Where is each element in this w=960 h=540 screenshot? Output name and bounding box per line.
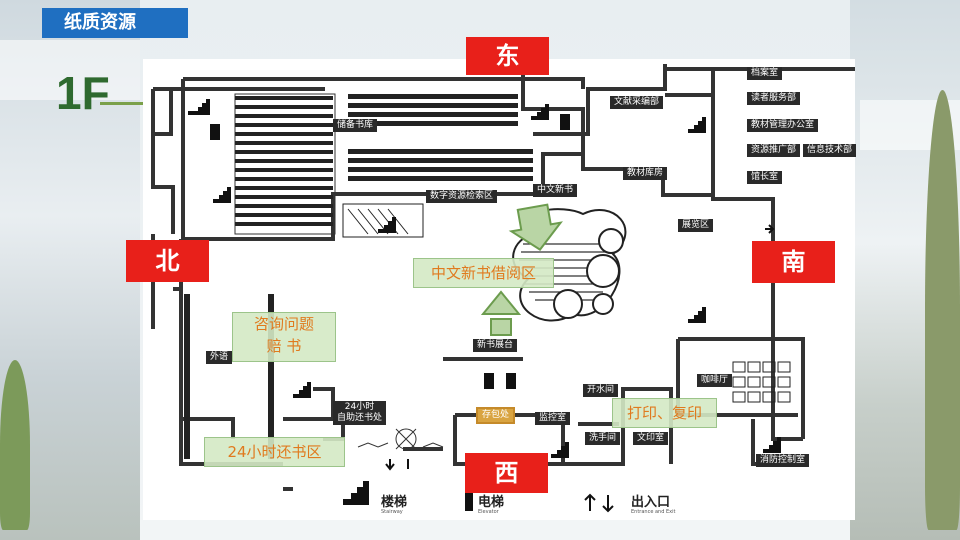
floor-label: 1F bbox=[56, 67, 110, 119]
label-text: 档案室 bbox=[751, 68, 779, 78]
label-new-cn: 中文新书 bbox=[533, 184, 578, 197]
background-plant bbox=[0, 360, 30, 530]
floor-plan-walls bbox=[143, 59, 855, 513]
zone-consult-line1: 咨询问题 bbox=[253, 315, 314, 333]
label-digital: 数字资源检索区 bbox=[426, 190, 498, 203]
label-text: 新书展台 bbox=[477, 340, 514, 350]
background-plant bbox=[925, 90, 960, 530]
label-cafe: 咖啡厅 bbox=[697, 374, 733, 387]
legend-stairs-en: Stairway bbox=[381, 509, 403, 515]
label-text: 教材库房 bbox=[627, 168, 664, 178]
page-title: 纸质资源 bbox=[42, 8, 188, 38]
label-text: 存包处 bbox=[482, 410, 510, 420]
label-text: 教材管理办公室 bbox=[751, 120, 815, 130]
legend-entrance: 出入口 bbox=[631, 495, 671, 510]
label-water: 开水间 bbox=[583, 384, 619, 397]
zone-24h-return: 24小时还书区 bbox=[204, 437, 345, 467]
label-storage: 储备书库 bbox=[333, 119, 378, 132]
floor-underline bbox=[100, 102, 155, 105]
label-text: 信息技术部 bbox=[807, 145, 853, 155]
label-monitor: 监控室 bbox=[535, 412, 571, 425]
label-text: 文印室 bbox=[637, 433, 665, 443]
label-foreign: 外语 bbox=[206, 351, 233, 364]
label-it: 信息技术部 bbox=[803, 144, 857, 157]
label-text: 监控室 bbox=[539, 413, 567, 423]
zone-consult-line2: 赔 书 bbox=[266, 337, 302, 355]
label-text: 咖啡厅 bbox=[701, 375, 729, 385]
label-textbook: 教材库房 bbox=[623, 167, 668, 180]
label-textbook-office: 教材管理办公室 bbox=[747, 119, 819, 132]
legend-elevator: 电梯 bbox=[478, 495, 505, 510]
label-text: 储备书库 bbox=[337, 120, 374, 130]
label-bag-storage: 存包处 bbox=[476, 407, 516, 424]
direction-north: 北 bbox=[126, 240, 209, 282]
label-reader: 读者服务部 bbox=[747, 92, 801, 105]
label-washroom: 洗手间 bbox=[585, 432, 621, 445]
zone-print: 打印、复印 bbox=[612, 398, 717, 428]
legend-stairs: 楼梯 bbox=[381, 495, 408, 510]
label-new-display: 新书展台 bbox=[473, 339, 518, 352]
label-text: 资源推广部 bbox=[751, 145, 797, 155]
label-text: 自助还书处 bbox=[337, 413, 383, 423]
label-fire-control: 消防控制室 bbox=[756, 454, 810, 467]
label-exhibit: 展览区 bbox=[678, 219, 714, 232]
label-text: 中文新书 bbox=[537, 185, 574, 195]
label-text: 文献采编部 bbox=[614, 97, 660, 107]
direction-south: 南 bbox=[752, 241, 835, 283]
label-text: 外语 bbox=[210, 352, 229, 362]
direction-west: 西 bbox=[465, 453, 548, 493]
label-text: 开水间 bbox=[587, 385, 615, 395]
label-text: 展览区 bbox=[682, 220, 710, 230]
label-text: 24小时 bbox=[344, 402, 375, 412]
label-24h-return: 24小时自助还书处 bbox=[333, 401, 387, 425]
direction-east: 东 bbox=[466, 37, 549, 75]
label-acquisition: 文献采编部 bbox=[610, 96, 664, 109]
legend-elevator-en: Elevator bbox=[478, 509, 499, 515]
label-text: 洗手间 bbox=[589, 433, 617, 443]
label-text: 馆长室 bbox=[751, 172, 779, 182]
label-archive: 档案室 bbox=[747, 67, 783, 80]
label-text: 消防控制室 bbox=[760, 455, 806, 465]
label-text: 数字资源检索区 bbox=[430, 191, 494, 201]
label-print-room: 文印室 bbox=[633, 432, 669, 445]
zone-new-books: 中文新书借阅区 bbox=[413, 258, 554, 288]
legend-entrance-en: Entrance and Exit bbox=[631, 509, 676, 515]
label-promo: 资源推广部 bbox=[747, 144, 801, 157]
zone-consult: 咨询问题 赔 书 bbox=[232, 312, 336, 362]
background-window bbox=[0, 40, 140, 100]
label-director: 馆长室 bbox=[747, 171, 783, 184]
label-text: 读者服务部 bbox=[751, 93, 797, 103]
